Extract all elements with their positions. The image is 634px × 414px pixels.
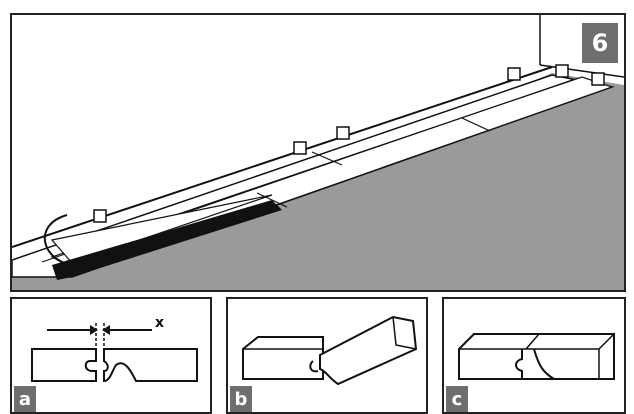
- detail-panel-b: b: [226, 297, 428, 414]
- spacer-3: [336, 126, 350, 140]
- rotation-arrowhead: [66, 260, 78, 272]
- lock-curve: [533, 348, 555, 380]
- base-plank: [242, 336, 324, 380]
- plank-joint-1: [311, 151, 343, 166]
- step-number-badge: 6: [582, 23, 618, 63]
- left-plank-profile: [31, 348, 97, 382]
- spacer-1: [93, 209, 107, 223]
- spacer-2: [293, 141, 307, 155]
- tongue-curve: [309, 360, 319, 373]
- main-installation-panel: 6: [10, 13, 626, 292]
- tilted-plank: [319, 315, 418, 386]
- wall-baseline-right: [539, 64, 624, 78]
- spacer-6: [591, 72, 605, 86]
- spacer-4: [507, 67, 521, 81]
- left-arrowhead: [90, 325, 98, 335]
- plank-joint-3: [461, 117, 491, 132]
- detail-panel-a: x a: [10, 297, 212, 414]
- right-plank-profile: [103, 348, 198, 383]
- lock-profile: [515, 349, 523, 379]
- angled-plank: [50, 194, 273, 264]
- rotation-arrow: [43, 214, 73, 266]
- floor-scene-drawing: [12, 15, 624, 290]
- angled-insertion-drawing: [242, 315, 418, 386]
- joint-top-line: [525, 333, 540, 350]
- joint-gap-drawing: [31, 323, 198, 383]
- tilted-plank-end: [392, 316, 417, 350]
- detail-label-c: c: [446, 386, 468, 412]
- locked-joint-drawing: [458, 333, 615, 380]
- angled-plank-shadow: [52, 200, 282, 280]
- spacer-5: [555, 64, 569, 78]
- gap-x-label: x: [155, 315, 165, 331]
- detail-panel-c: c: [442, 297, 626, 414]
- right-arrowhead: [102, 325, 110, 335]
- detail-label-a: a: [14, 386, 36, 412]
- detail-label-b: b: [230, 386, 252, 412]
